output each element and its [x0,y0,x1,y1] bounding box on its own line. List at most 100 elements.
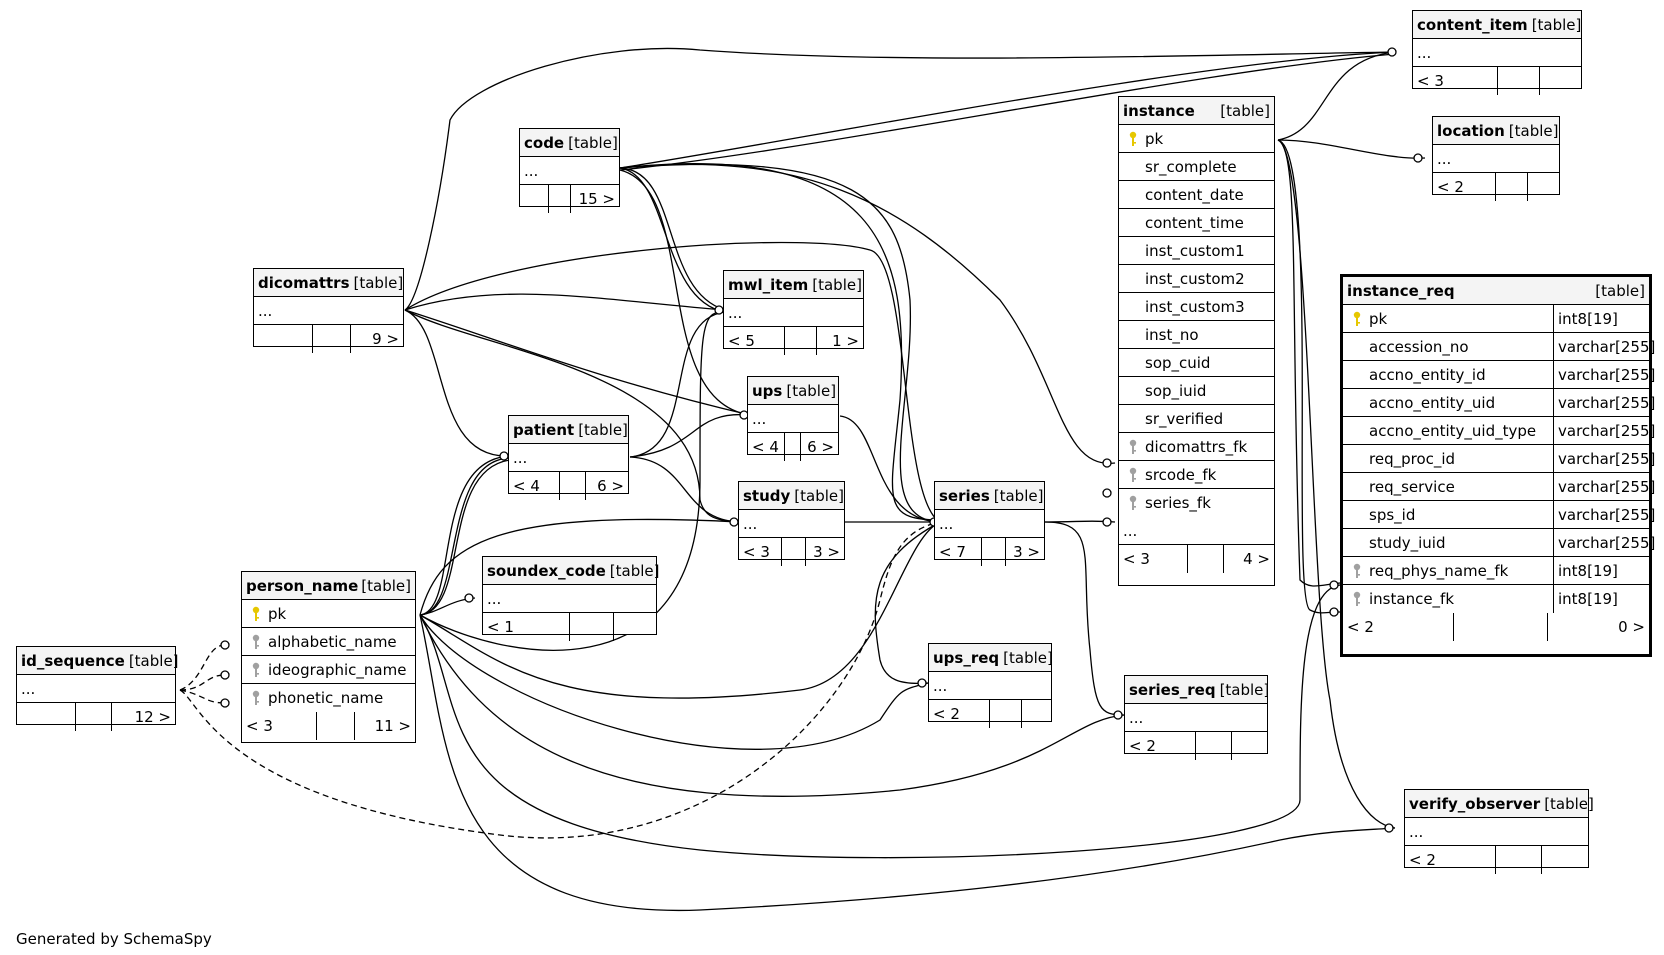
column-name: accno_entity_uid_type [1369,421,1537,440]
column-row: pk [1119,125,1274,153]
table-soundex-code[interactable]: soundex_code[table] ... < 1 [482,556,660,641]
column-name: pk [1145,129,1164,148]
column-name: accession_no [1369,337,1469,356]
parents-count[interactable]: < 2 [1437,178,1464,196]
parents-count[interactable]: < 2 [1347,618,1374,636]
column-name: req_proc_id [1369,449,1456,468]
column-ellipsis: ... [513,448,528,467]
table-dicomattrs[interactable]: dicomattrs[table] ... 9 > [253,268,404,353]
column-name: content_time [1145,213,1244,232]
table-name: series [939,486,990,505]
table-ups-req[interactable]: ups_req[table] ... < 2 [928,643,1053,728]
parents-count[interactable]: < 5 [728,332,755,350]
foreign-key-icon [1123,495,1143,511]
column-row: srcode_fk [1119,461,1274,489]
primary-key-icon [1347,311,1367,327]
column-name: inst_no [1145,325,1199,344]
parents-count[interactable]: < 3 [1123,550,1150,568]
children-count[interactable]: 3 > [1005,538,1044,566]
column-name: inst_custom1 [1145,241,1245,260]
parents-count[interactable]: < 1 [487,618,514,636]
table-code[interactable]: code[table] ... 15 > [519,128,620,213]
parents-count[interactable]: < 3 [246,717,273,735]
column-name: phonetic_name [268,689,384,707]
column-name: accno_entity_id [1369,365,1486,384]
column-name: req_service [1369,477,1455,496]
table-type: [table] [1531,15,1582,34]
children-count[interactable]: 4 > [1223,545,1274,573]
foreign-key-icon [1347,591,1367,607]
column-ellipsis: ... [258,301,273,320]
children-count[interactable]: 6 > [585,472,628,500]
column-ellipsis: ... [524,161,539,180]
table-name: instance_req [1347,281,1455,300]
table-name: ups_req [933,648,1000,667]
column-row: phonetic_name [242,684,415,712]
children-count[interactable]: 1 > [816,327,863,355]
children-count[interactable]: 11 > [354,712,415,740]
column-ellipsis: ... [752,409,767,428]
table-content-item[interactable]: content_item[table] ... < 3 [1412,10,1582,95]
column-ellipsis: ... [1123,521,1138,540]
column-type: int8[19] [1553,305,1649,332]
column-name: srcode_fk [1145,465,1217,484]
table-location[interactable]: location[table] ... < 2 [1432,116,1560,201]
column-name: inst_custom2 [1145,269,1245,288]
column-ellipsis: ... [933,676,948,695]
column-name: sop_cuid [1145,353,1211,372]
parents-count[interactable]: < 3 [743,543,770,561]
column-row: ideographic_name [242,656,415,684]
table-name: verify_observer [1409,794,1541,813]
table-verify-observer[interactable]: verify_observer[table] ... < 2 [1404,789,1594,874]
parents-count[interactable]: < 2 [933,705,960,723]
parents-count[interactable]: < 2 [1409,851,1436,869]
column-type: varchar[255] [1553,417,1655,444]
children-count[interactable]: 12 > [111,703,175,731]
table-name: person_name [246,576,359,595]
parents-count[interactable]: < 7 [939,543,966,561]
table-type: [table] [1508,121,1559,140]
children-count[interactable]: 0 > [1547,613,1649,641]
table-id-sequence[interactable]: id_sequence[table] ... 12 > [16,646,179,731]
parents-count[interactable]: < 4 [752,438,779,456]
children-count[interactable]: 15 > [570,185,619,213]
column-row: content_date [1119,181,1274,209]
column-name: dicomattrs_fk [1145,437,1248,456]
parents-count[interactable]: < 4 [513,477,540,495]
column-row: sr_complete [1119,153,1274,181]
children-count[interactable]: 3 > [805,538,844,566]
table-series-req[interactable]: series_req[table] ... < 2 [1124,675,1269,760]
parents-count[interactable]: < 2 [1129,737,1156,755]
children-count[interactable]: 6 > [800,433,838,461]
column-ellipsis: ... [1437,149,1452,168]
column-row: accno_entity_uid varchar[255] [1343,389,1655,417]
column-row: sop_iuid [1119,377,1274,405]
column-name: inst_custom3 [1145,297,1245,316]
column-name: alphabetic_name [268,632,397,651]
generated-by-note: Generated by SchemaSpy [16,930,212,948]
parents-count[interactable]: < 3 [1417,72,1444,90]
children-count[interactable]: 9 > [350,325,403,353]
column-type: int8[19] [1553,585,1649,613]
table-type: [table] [128,651,179,670]
table-name: series_req [1129,680,1216,699]
foreign-key-icon [1347,563,1367,579]
column-row: inst_no [1119,321,1274,349]
column-type: varchar[255] [1553,389,1655,416]
column-name: accno_entity_uid [1369,393,1496,412]
column-ellipsis: ... [728,303,743,322]
